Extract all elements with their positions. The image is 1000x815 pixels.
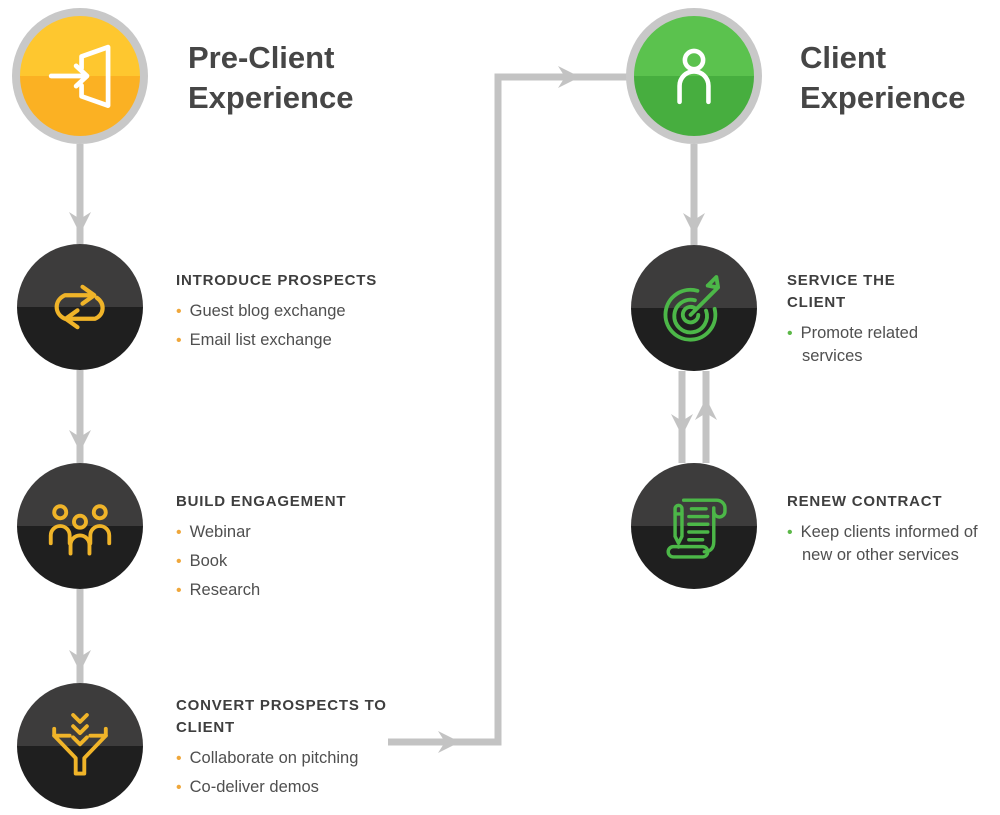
- service-client-circle: [631, 245, 757, 371]
- step-heading: CONVERT PROSPECTS TO CLIENT: [176, 697, 387, 736]
- client-hub-circle: [626, 8, 762, 144]
- bullet-item: Webinar: [176, 521, 406, 544]
- bullet-item: Guest blog exchange: [176, 300, 406, 323]
- convert-prospects-text: CONVERT PROSPECTS TO CLIENT Collaborate …: [176, 695, 391, 805]
- pre-client-title: Pre-Client Experience: [188, 40, 354, 115]
- bullet-item: Collaborate on pitching: [176, 747, 391, 770]
- arrowhead-up-icon: [695, 398, 717, 420]
- bullet-item: Email list exchange: [176, 329, 406, 352]
- arrowhead-down-icon: [671, 414, 693, 436]
- step-bullets: Keep clients informed of new or other se…: [787, 521, 997, 566]
- connector-convert-to-client-hub: [388, 73, 627, 746]
- arrowhead-down-icon: [683, 213, 705, 235]
- pre-client-hub-circle: [12, 8, 148, 144]
- service-client-text: SERVICE THE CLIENT Promote related servi…: [787, 270, 952, 373]
- bullet-item: Keep clients informed of new or other se…: [787, 521, 997, 566]
- renew-contract-circle: [631, 463, 757, 589]
- bullet-item: Book: [176, 550, 406, 573]
- step-bullets: Webinar Book Research: [176, 521, 406, 602]
- bullet-item: Co-deliver demos: [176, 776, 391, 799]
- build-engagement-circle: [17, 463, 143, 589]
- step-heading: RENEW CONTRACT: [787, 493, 943, 510]
- step-heading: BUILD ENGAGEMENT: [176, 493, 347, 510]
- introduce-prospects-circle: [17, 244, 143, 370]
- client-title: Client Experience: [800, 40, 966, 115]
- step-bullets: Collaborate on pitching Co-deliver demos: [176, 747, 391, 799]
- renew-contract-text: RENEW CONTRACT Keep clients informed of …: [787, 491, 997, 572]
- arrowhead-right-icon: [558, 66, 580, 88]
- arrowhead-down-icon: [69, 430, 91, 452]
- arrowhead-down-icon: [69, 650, 91, 672]
- bullet-item: Research: [176, 579, 406, 602]
- exchange-icon: [54, 284, 105, 330]
- step-heading: SERVICE THE CLIENT: [787, 272, 896, 311]
- funnel-icon: [52, 713, 108, 776]
- bullet-item: Promote related services: [787, 322, 952, 367]
- introduce-prospects-text: INTRODUCE PROSPECTS Guest blog exchange …: [176, 270, 406, 358]
- convert-prospects-circle: [17, 683, 143, 809]
- contract-icon: [666, 498, 727, 559]
- people-icon: [48, 504, 112, 556]
- build-engagement-text: BUILD ENGAGEMENT Webinar Book Research: [176, 491, 406, 608]
- enter-door-icon: [48, 44, 111, 108]
- step-bullets: Promote related services: [787, 322, 952, 367]
- arrowhead-right-icon: [438, 731, 460, 753]
- step-heading: INTRODUCE PROSPECTS: [176, 272, 378, 289]
- arrowhead-down-icon: [69, 212, 91, 234]
- target-icon: [663, 275, 721, 342]
- step-bullets: Guest blog exchange Email list exchange: [176, 300, 406, 352]
- person-icon: [677, 48, 711, 105]
